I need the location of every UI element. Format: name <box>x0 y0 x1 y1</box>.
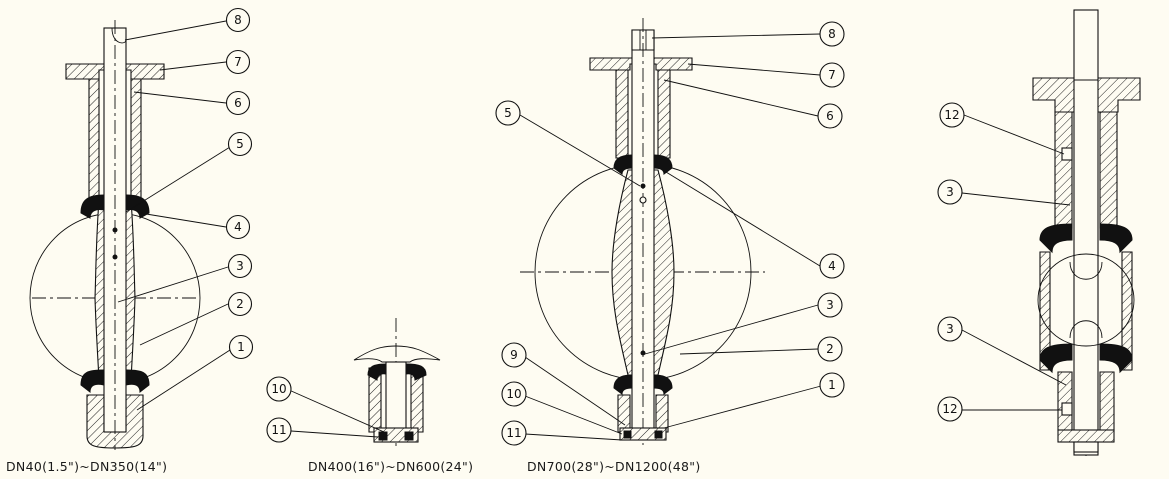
callout-v3-11: 11 <box>501 420 527 446</box>
svg-text:10: 10 <box>271 382 286 396</box>
callout-v1-7: 7 <box>225 49 251 75</box>
svg-text:9: 9 <box>510 348 518 362</box>
callout-v2-10: 10 <box>266 376 292 402</box>
lower-seal-right <box>125 369 150 394</box>
callout-v2-11: 11 <box>266 417 292 443</box>
neck-right <box>130 78 142 201</box>
callout-v3-3: 3 <box>817 292 843 318</box>
svg-text:3: 3 <box>946 185 954 199</box>
svg-text:11: 11 <box>271 423 286 437</box>
svg-text:3: 3 <box>946 322 954 336</box>
svg-text:8: 8 <box>234 13 242 27</box>
callout-v3-1: 1 <box>819 372 845 398</box>
svg-text:4: 4 <box>234 220 242 234</box>
svg-text:5: 5 <box>236 137 244 151</box>
view-dn400-dn600: 10 11 <box>266 318 441 446</box>
stem-v4 <box>1073 9 1099 456</box>
caption-dn700-dn1200: DN700(28")~DN1200(48") <box>527 459 701 474</box>
callout-v3-5: 5 <box>495 100 521 126</box>
view-shaft-detail: 12 3 3 12 <box>937 9 1141 458</box>
callout-v1-3: 3 <box>227 253 253 279</box>
callout-v1-6: 6 <box>225 90 251 116</box>
caption-dn400-dn600: DN400(16")~DN600(24") <box>308 459 474 474</box>
svg-text:7: 7 <box>828 68 836 82</box>
neck-left <box>88 78 100 201</box>
svg-text:6: 6 <box>234 96 242 110</box>
callout-v4-3-top: 3 <box>937 179 963 205</box>
callout-v4-12-top: 12 <box>939 102 965 128</box>
callout-v3-6: 6 <box>817 103 843 129</box>
callout-v3-7: 7 <box>819 62 845 88</box>
svg-text:1: 1 <box>237 340 245 354</box>
callout-v1-2: 2 <box>227 291 253 317</box>
view-dn700-dn1200: 8 7 6 5 4 3 2 9 10 11 1 <box>495 18 845 446</box>
pin-upper <box>112 227 118 233</box>
callout-v4-3-bottom: 3 <box>937 316 963 342</box>
lower-seal-left <box>80 369 105 394</box>
view-dn40-dn350: 8 7 6 5 4 3 2 1 <box>29 7 254 450</box>
pin-lower <box>112 254 118 260</box>
caption-dn40-dn350: DN40(1.5")~DN350(14") <box>6 459 168 474</box>
svg-text:7: 7 <box>234 55 242 69</box>
callout-v3-10: 10 <box>501 381 527 407</box>
stem-v2 <box>385 361 407 433</box>
svg-text:11: 11 <box>506 426 521 440</box>
stem-top-notch <box>111 27 127 44</box>
upper-seal-left <box>80 194 105 219</box>
callout-v1-8: 8 <box>225 7 251 33</box>
svg-text:10: 10 <box>506 387 521 401</box>
svg-text:4: 4 <box>828 259 836 273</box>
svg-text:5: 5 <box>504 106 512 120</box>
svg-text:3: 3 <box>826 298 834 312</box>
callout-v1-4: 4 <box>225 214 251 240</box>
callout-v1-1: 1 <box>228 334 254 360</box>
callout-v3-2: 2 <box>817 336 843 362</box>
svg-text:2: 2 <box>236 297 244 311</box>
svg-text:3: 3 <box>236 259 244 273</box>
svg-text:6: 6 <box>826 109 834 123</box>
callout-v4-12-bottom: 12 <box>937 396 963 422</box>
callout-v3-9: 9 <box>501 342 527 368</box>
callout-v1-5: 5 <box>227 131 253 157</box>
svg-text:8: 8 <box>828 27 836 41</box>
disc-center-v4 <box>1037 253 1135 347</box>
svg-text:1: 1 <box>828 378 836 392</box>
svg-text:2: 2 <box>826 342 834 356</box>
callout-v3-4: 4 <box>819 253 845 279</box>
svg-text:12: 12 <box>944 108 959 122</box>
svg-text:12: 12 <box>942 402 957 416</box>
disc-wing <box>353 345 441 363</box>
top-flange <box>65 63 165 80</box>
callout-v3-8: 8 <box>819 21 845 47</box>
